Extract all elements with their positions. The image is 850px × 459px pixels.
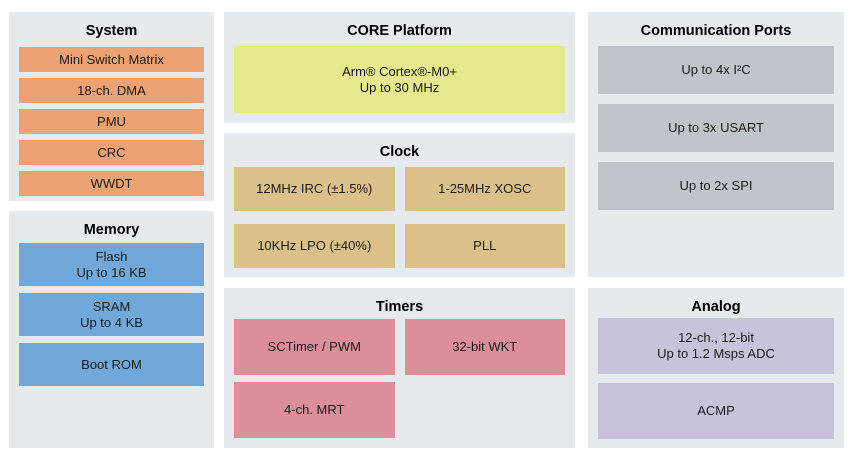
block-boot-rom: Boot ROM bbox=[19, 343, 204, 386]
block-sctimer-pwm: SCTimer / PWM bbox=[234, 319, 395, 375]
system-title: System bbox=[85, 23, 138, 39]
block-wkt: 32-bit WKT bbox=[404, 319, 565, 375]
system-blocks: Mini Switch Matrix 18-ch. DMA PMU CRC WW… bbox=[19, 47, 204, 196]
block-adc: 12-ch., 12-bit Up to 1.2 Msps ADC bbox=[598, 318, 834, 374]
section-memory: Memory Flash Up to 16 KB SRAM Up to 4 KB… bbox=[9, 211, 214, 448]
block-usart: Up to 3x USART bbox=[598, 104, 834, 152]
memory-blocks: Flash Up to 16 KB SRAM Up to 4 KB Boot R… bbox=[19, 243, 204, 386]
communication-ports-blocks: Up to 4x I²C Up to 3x USART Up to 2x SPI bbox=[598, 46, 834, 210]
block-acmp: ACMP bbox=[598, 383, 834, 439]
timers-title: Timers bbox=[375, 299, 424, 315]
block-mini-switch-matrix: Mini Switch Matrix bbox=[19, 47, 204, 72]
block-i2c: Up to 4x I²C bbox=[598, 46, 834, 94]
block-pmu: PMU bbox=[19, 109, 204, 134]
block-spi: Up to 2x SPI bbox=[598, 162, 834, 210]
analog-title: Analog bbox=[691, 299, 741, 315]
block-pll: PLL bbox=[404, 224, 565, 268]
section-core-platform: CORE Platform Arm® Cortex®-M0+ Up to 30 … bbox=[224, 12, 575, 123]
block-mrt: 4-ch. MRT bbox=[234, 382, 395, 438]
section-communication-ports: Communication Ports Up to 4x I²C Up to 3… bbox=[588, 12, 844, 277]
block-lpo: 10KHz LPO (±40%) bbox=[234, 224, 395, 268]
block-sram: SRAM Up to 4 KB bbox=[19, 293, 204, 336]
section-timers: Timers SCTimer / PWM 32-bit WKT 4-ch. MR… bbox=[224, 288, 575, 448]
block-dma: 18-ch. DMA bbox=[19, 78, 204, 103]
section-clock: Clock 12MHz IRC (±1.5%) 1-25MHz XOSC 10K… bbox=[224, 133, 575, 277]
block-xosc: 1-25MHz XOSC bbox=[404, 167, 565, 211]
block-irc: 12MHz IRC (±1.5%) bbox=[234, 167, 395, 211]
block-wwdt: WWDT bbox=[19, 171, 204, 196]
memory-title: Memory bbox=[83, 222, 140, 238]
timers-blocks: SCTimer / PWM 32-bit WKT 4-ch. MRT bbox=[234, 319, 565, 438]
section-analog: Analog 12-ch., 12-bit Up to 1.2 Msps ADC… bbox=[588, 288, 844, 448]
section-system: System Mini Switch Matrix 18-ch. DMA PMU… bbox=[9, 12, 214, 201]
block-cortex-m0plus: Arm® Cortex®-M0+ Up to 30 MHz bbox=[234, 46, 565, 113]
clock-title: Clock bbox=[379, 144, 420, 160]
clock-blocks: 12MHz IRC (±1.5%) 1-25MHz XOSC 10KHz LPO… bbox=[234, 167, 565, 268]
block-crc: CRC bbox=[19, 140, 204, 165]
analog-blocks: 12-ch., 12-bit Up to 1.2 Msps ADC ACMP bbox=[598, 318, 834, 439]
block-flash: Flash Up to 16 KB bbox=[19, 243, 204, 286]
core-platform-title: CORE Platform bbox=[347, 23, 452, 39]
core-platform-blocks: Arm® Cortex®-M0+ Up to 30 MHz bbox=[234, 46, 565, 113]
communication-ports-title: Communication Ports bbox=[640, 23, 792, 39]
